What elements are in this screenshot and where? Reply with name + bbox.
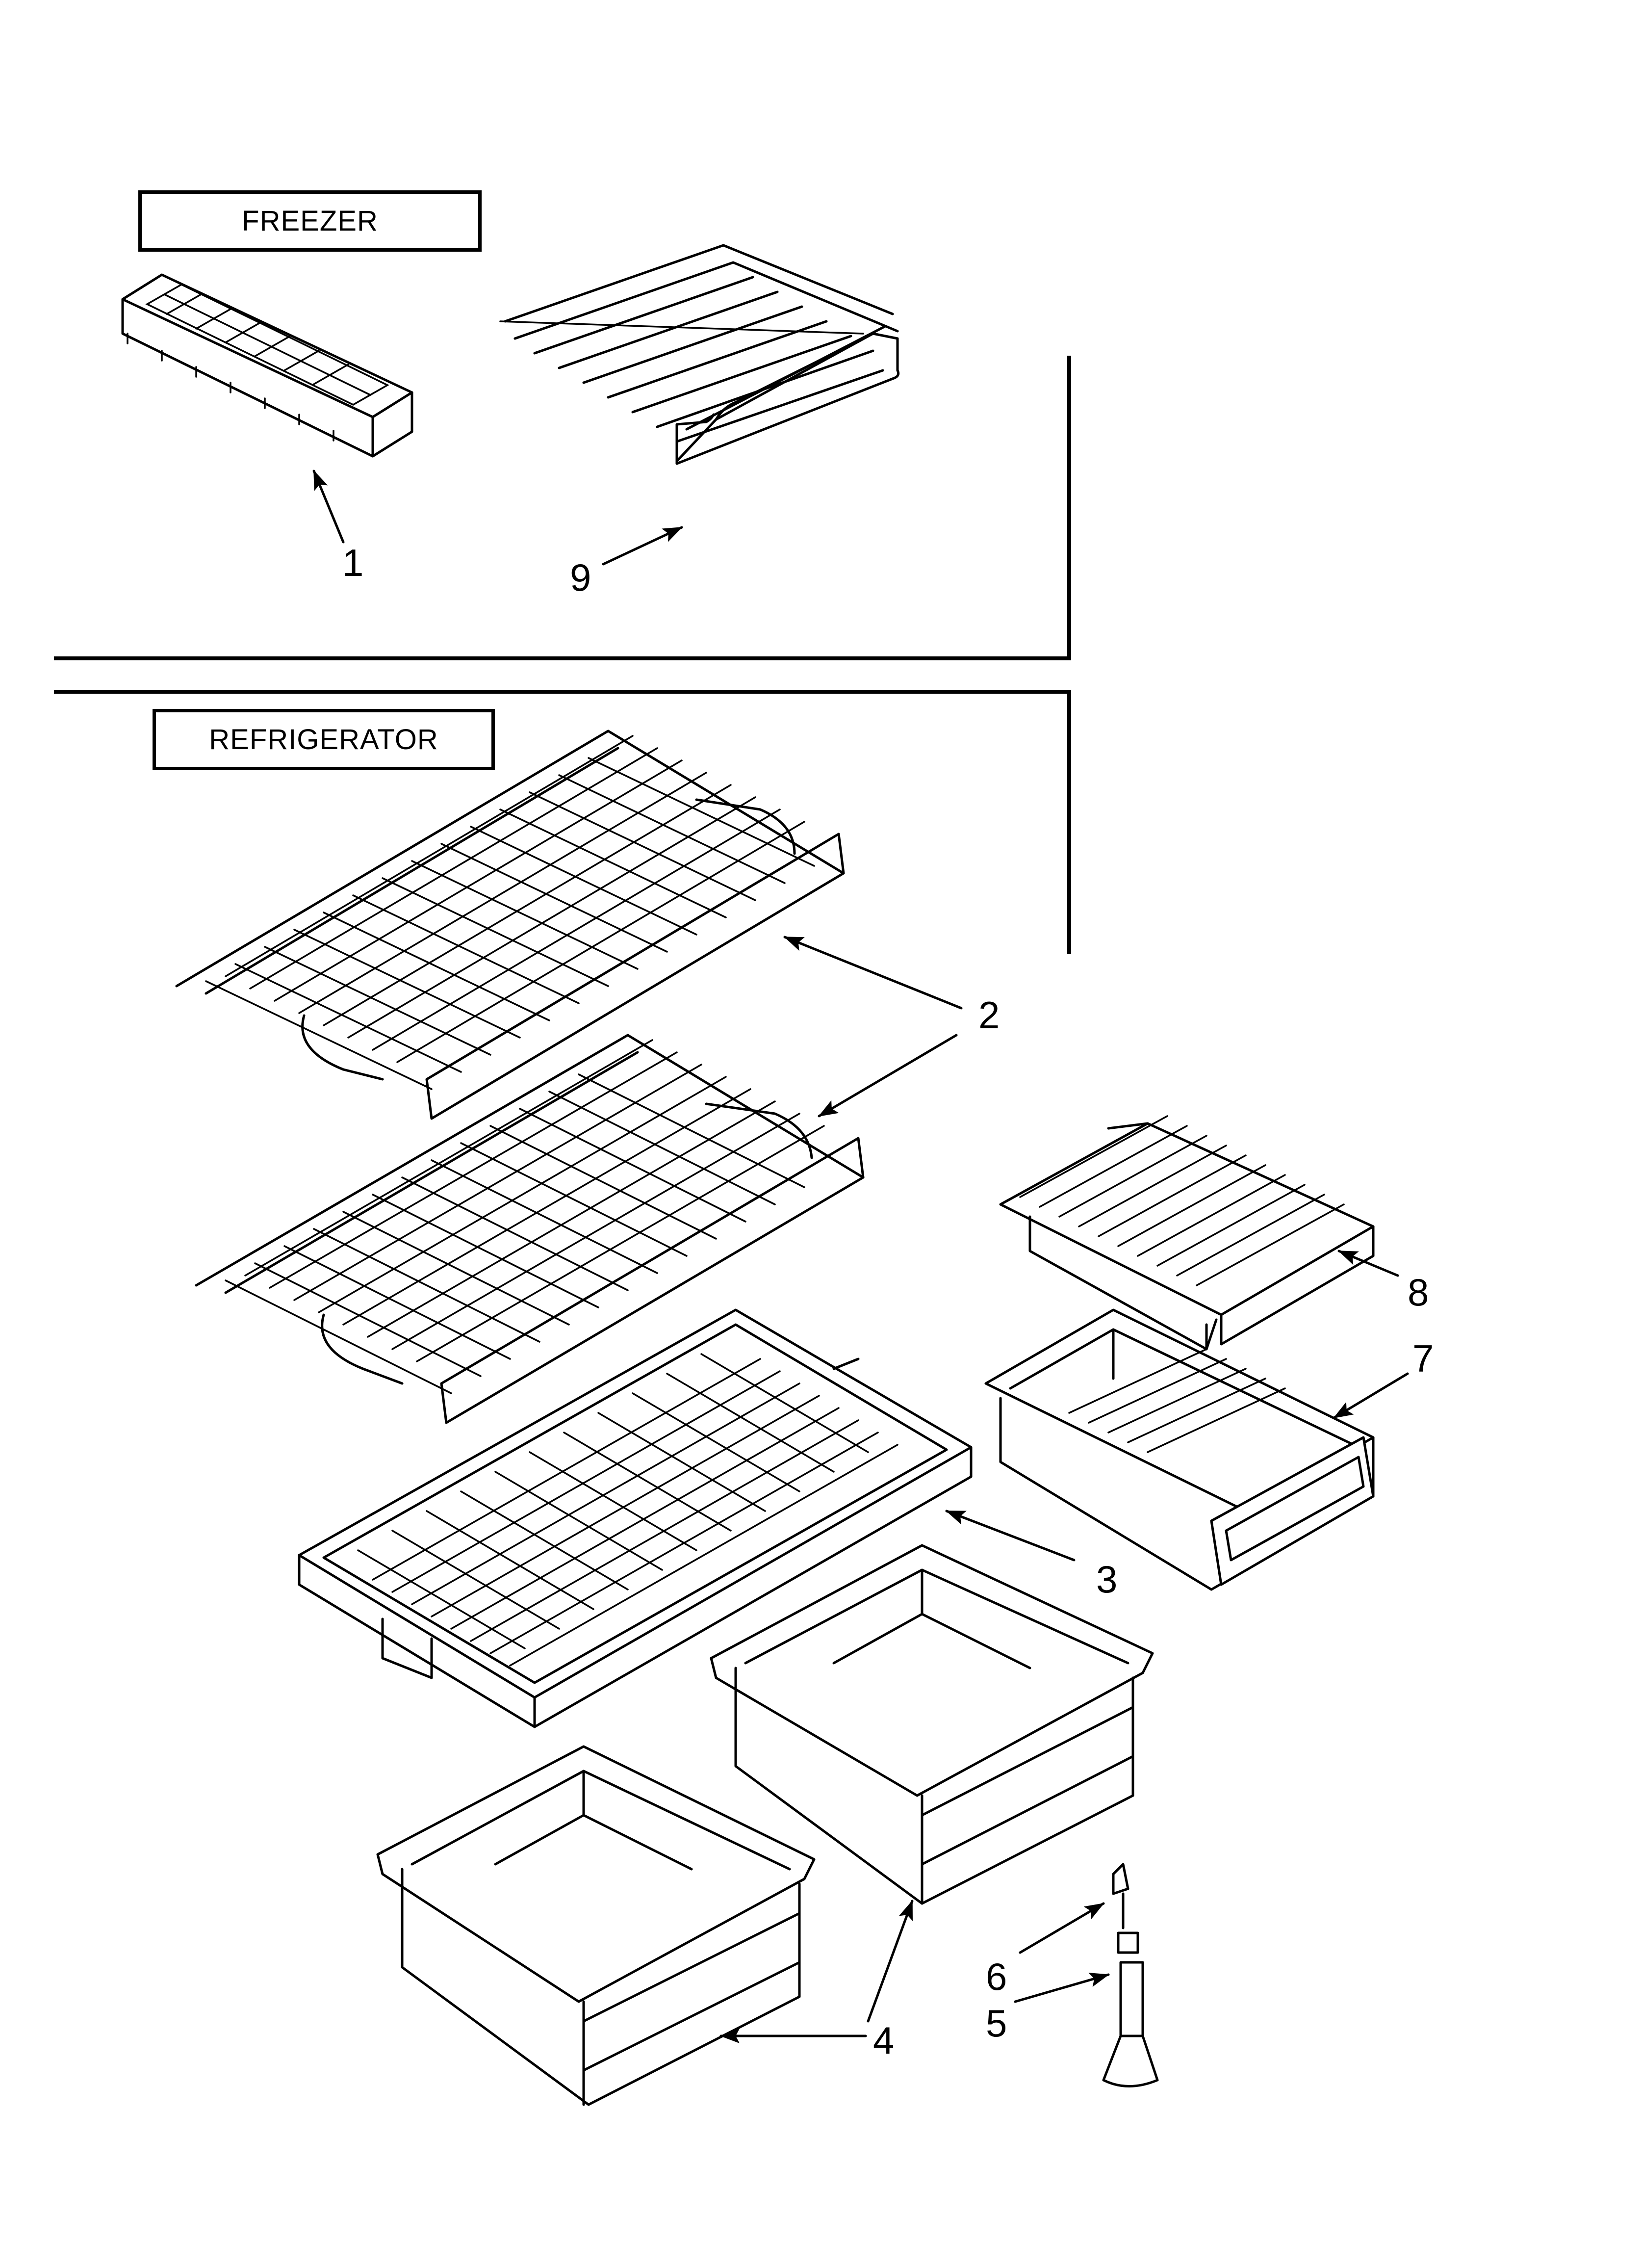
crisper-cover-drawing xyxy=(298,1308,973,1728)
leader-lines xyxy=(312,469,1409,2043)
callout-2: 2 xyxy=(978,993,1000,1037)
callout-7: 7 xyxy=(1412,1337,1434,1380)
callout-4: 4 xyxy=(873,2019,895,2062)
crisper-drawer-front-drawing xyxy=(376,1745,816,2106)
callout-6: 6 xyxy=(986,1955,1007,1998)
section-dividers xyxy=(54,356,1071,954)
wire-shelf-upper-drawing xyxy=(175,730,845,1120)
callout-9: 9 xyxy=(570,556,591,599)
freezer-shelf-drawing xyxy=(499,244,900,465)
crisper-drawer-rear-drawing xyxy=(710,1544,1154,1905)
callout-1: 1 xyxy=(342,541,364,584)
callout-8: 8 xyxy=(1408,1271,1429,1314)
ice-tray-drawing xyxy=(121,273,413,458)
callout-5: 5 xyxy=(986,2002,1007,2045)
freezer-section-label: FREEZER xyxy=(138,190,482,252)
refrigerator-section-label: REFRIGERATOR xyxy=(153,709,495,770)
callout-3: 3 xyxy=(1096,1558,1118,1601)
wire-shelf-lower-drawing xyxy=(195,1034,865,1424)
shelf-stud-drawing xyxy=(1102,1863,1159,2087)
deli-drawer-drawing xyxy=(984,1308,1375,1591)
deli-shelf-drawing xyxy=(999,1115,1375,1351)
